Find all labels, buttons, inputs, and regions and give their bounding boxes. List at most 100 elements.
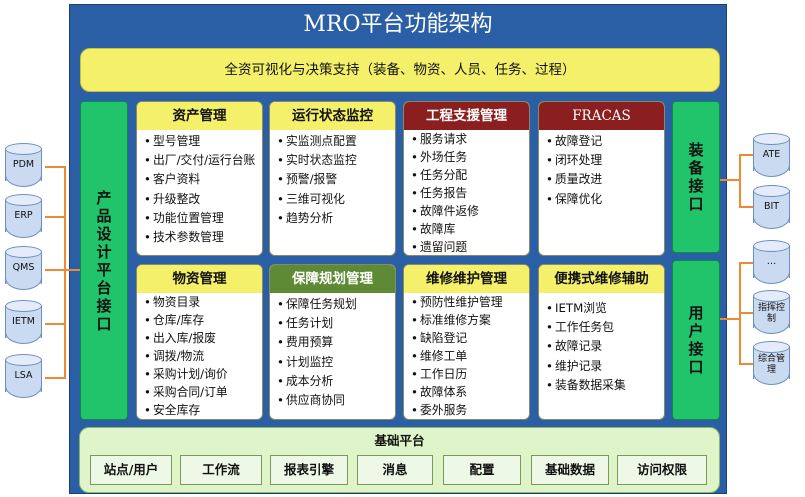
module-item: 采购合同/订单 bbox=[144, 383, 262, 401]
module-item: 出厂/交付/运行台账 bbox=[144, 151, 262, 170]
module-portable-maintenance-aid: 便携式维修辅助 IETM浏览 工作任务包 故障记录 维护记录 装备数据采集 bbox=[538, 264, 665, 420]
module-item: 型号管理 bbox=[144, 132, 262, 151]
module-item: 客户资料 bbox=[144, 170, 262, 189]
connector-line bbox=[45, 323, 65, 325]
equipment-interface-panel: 装备接口 bbox=[672, 101, 720, 253]
module-title: 资产管理 bbox=[137, 102, 262, 130]
module-item: 预警/报警 bbox=[277, 170, 395, 189]
module-item: 质量改进 bbox=[546, 170, 664, 189]
base-item-config: 配置 bbox=[443, 455, 521, 485]
module-item: 遗留问题 bbox=[411, 238, 529, 255]
module-item: 实监测点配置 bbox=[277, 132, 395, 151]
system-label: ERP bbox=[14, 210, 33, 221]
module-engineering-support: 工程支援管理 服务请求 外场任务 任务分配 任务报告 故障件返修 故障库 遗留问… bbox=[403, 101, 530, 256]
module-item: 故障登记 bbox=[546, 132, 664, 151]
system-label: QMS bbox=[12, 262, 35, 273]
base-item-access-control: 访问权限 bbox=[617, 455, 707, 485]
module-item: 缺陷登记 bbox=[411, 329, 529, 347]
module-item: 外场任务 bbox=[411, 148, 529, 166]
module-item: 安全库存 bbox=[144, 401, 262, 419]
connector-line bbox=[45, 377, 65, 379]
user-interface-panel: 用户接口 bbox=[672, 260, 720, 420]
module-item: 闭环处理 bbox=[546, 151, 664, 170]
module-item: 供应商协同 bbox=[277, 391, 395, 410]
module-item: 三维可视化 bbox=[277, 190, 395, 209]
module-item: 工作任务包 bbox=[546, 318, 664, 337]
module-material-management: 物资管理 物资目录 仓库/库存 出入库/报废 调拨/物流 采购计划/询价 采购合… bbox=[136, 264, 263, 420]
visualization-decision-bar: 全资可视化与决策支持（装备、物资、人员、任务、过程） bbox=[80, 48, 720, 92]
database-cylinder-lsa: LSA bbox=[5, 354, 42, 398]
connector-line bbox=[739, 262, 753, 264]
module-item: 预防性维护管理 bbox=[411, 293, 529, 311]
database-cylinder-more: … bbox=[753, 240, 790, 284]
module-title: 便携式维修辅助 bbox=[539, 265, 664, 293]
connector-line bbox=[45, 166, 65, 168]
connector-line bbox=[739, 312, 753, 314]
module-item: 仓库/库存 bbox=[144, 311, 262, 329]
connector-line bbox=[720, 318, 741, 320]
module-title: 保障规划管理 bbox=[270, 265, 395, 293]
connector-line bbox=[739, 206, 753, 208]
module-item: 任务计划 bbox=[277, 314, 395, 333]
base-item-base-data: 基础数据 bbox=[531, 455, 609, 485]
base-platform-title: 基础平台 bbox=[374, 433, 425, 448]
module-support-planning: 保障规划管理 保障任务规划 任务计划 费用预算 计划监控 成本分析 供应商协同 bbox=[269, 264, 396, 420]
database-cylinder-ate: ATE bbox=[753, 133, 790, 177]
module-title: 维修维护管理 bbox=[404, 265, 529, 293]
module-maintenance-management: 维修维护管理 预防性维护管理 标准维修方案 缺陷登记 维修工单 工作日历 故障体… bbox=[403, 264, 530, 420]
module-item: 调拨/物流 bbox=[144, 347, 262, 365]
database-cylinder-bit: BIT bbox=[753, 185, 790, 229]
system-label: 综合管理 bbox=[757, 354, 785, 375]
module-item: 升级整改 bbox=[144, 190, 262, 209]
system-label: … bbox=[766, 256, 777, 267]
module-item: 任务报告 bbox=[411, 184, 529, 202]
module-title: 运行状态监控 bbox=[270, 102, 395, 130]
module-item: 技术参数管理 bbox=[144, 228, 262, 247]
module-title: 工程支援管理 bbox=[404, 102, 529, 130]
base-item-report-engine: 报表引擎 bbox=[270, 455, 348, 485]
module-item: 物资目录 bbox=[144, 293, 262, 311]
module-item: 出入库/报废 bbox=[144, 329, 262, 347]
base-item-message: 消息 bbox=[357, 455, 433, 485]
module-fracas: FRACAS 故障登记 闭环处理 质量改进 保障优化 bbox=[538, 101, 665, 256]
database-cylinder-qms: QMS bbox=[5, 246, 42, 290]
module-item: 维修工单 bbox=[411, 347, 529, 365]
database-cylinder-ietm: IETM bbox=[5, 300, 42, 344]
module-asset-management: 资产管理 型号管理 出厂/交付/运行台账 客户资料 升级整改 功能位置管理 技术… bbox=[136, 101, 263, 256]
module-title: FRACAS bbox=[539, 102, 664, 130]
database-cylinder-erp: ERP bbox=[5, 194, 42, 238]
module-item: 故障记录 bbox=[546, 337, 664, 356]
database-cylinder-integrated-management: 综合管理 bbox=[753, 341, 790, 385]
connector-line bbox=[739, 154, 741, 208]
module-item: 保障任务规划 bbox=[277, 295, 395, 314]
connector-line bbox=[45, 269, 80, 271]
module-runtime-monitoring: 运行状态监控 实监测点配置 实时状态监控 预警/报警 三维可视化 趋势分析 bbox=[269, 101, 396, 256]
module-item: 装备数据采集 bbox=[546, 376, 664, 395]
module-item: 委外服务 bbox=[411, 401, 529, 419]
module-item: 工作日历 bbox=[411, 365, 529, 383]
base-item-site-user: 站点/用户 bbox=[90, 455, 172, 485]
module-item: 采购计划/询价 bbox=[144, 365, 262, 383]
connector-line bbox=[45, 216, 65, 218]
module-title: 物资管理 bbox=[137, 265, 262, 293]
system-label: IETM bbox=[12, 316, 35, 327]
module-item: 功能位置管理 bbox=[144, 209, 262, 228]
module-item: 服务请求 bbox=[411, 130, 529, 148]
system-label: 指挥控制 bbox=[757, 303, 785, 324]
module-item: 费用预算 bbox=[277, 333, 395, 352]
database-cylinder-pdm: PDM bbox=[5, 143, 42, 187]
product-design-interface-panel: 产品设计平台接口 bbox=[80, 101, 128, 420]
connector-line bbox=[64, 166, 66, 379]
module-item: 实时状态监控 bbox=[277, 151, 395, 170]
equipment-interface-label: 装备接口 bbox=[688, 141, 704, 213]
diagram-title: MRO平台功能架构 bbox=[303, 12, 493, 37]
system-label: BIT bbox=[763, 201, 780, 212]
module-item: 标准维修方案 bbox=[411, 311, 529, 329]
module-item: 维护记录 bbox=[546, 357, 664, 376]
module-item: IETM浏览 bbox=[546, 299, 664, 318]
module-item: 保障优化 bbox=[546, 190, 664, 209]
system-label: LSA bbox=[14, 370, 33, 381]
module-item: 成本分析 bbox=[277, 372, 395, 391]
module-item: 故障库 bbox=[411, 220, 529, 238]
module-item: 趋势分析 bbox=[277, 209, 395, 228]
